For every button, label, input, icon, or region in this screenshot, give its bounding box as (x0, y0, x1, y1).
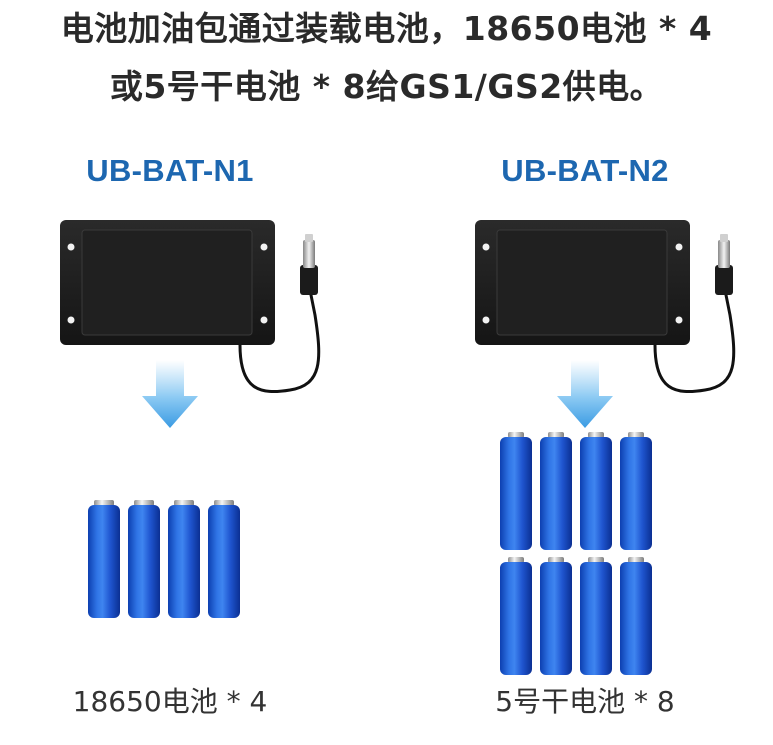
caption-aa: 5号干电池 * 8 (495, 685, 675, 718)
down-arrow-icon (142, 360, 198, 428)
product-title-n2: UB-BAT-N2 (501, 153, 669, 188)
headline-line-1: 电池加油包通过装载电池，18650电池 * 4 (60, 9, 713, 48)
battery-18650 (88, 500, 120, 618)
caption-18650: 18650电池 * 4 (72, 685, 268, 718)
battery-box-n1 (60, 220, 321, 394)
battery-group-aa (500, 432, 652, 675)
battery-aa (620, 557, 652, 675)
battery-aa (540, 557, 572, 675)
battery-18650 (128, 500, 160, 618)
battery-18650 (168, 500, 200, 618)
battery-aa (540, 432, 572, 550)
down-arrow-icon (557, 360, 613, 428)
battery-aa (580, 557, 612, 675)
battery-aa (500, 557, 532, 675)
battery-aa (580, 432, 612, 550)
product-title-n1: UB-BAT-N1 (86, 153, 254, 188)
headline-line-2: 或5号干电池 * 8给GS1/GS2供电。 (109, 67, 664, 106)
battery-group-18650 (88, 500, 240, 618)
battery-18650 (208, 500, 240, 618)
battery-aa (620, 432, 652, 550)
battery-aa (500, 432, 532, 550)
battery-box-n2 (475, 220, 736, 394)
